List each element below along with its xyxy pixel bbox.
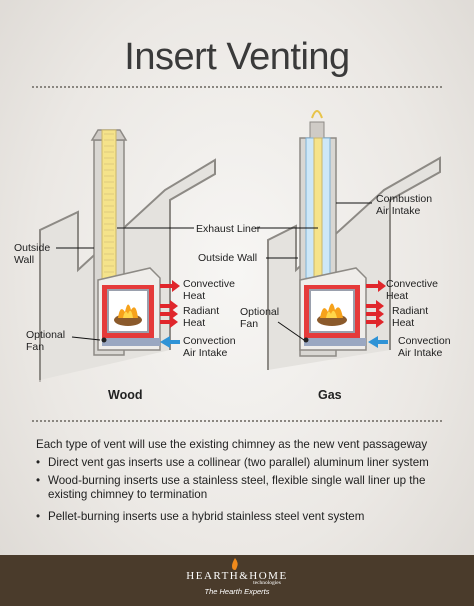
wood-house-wall	[39, 158, 216, 380]
wood-radiant-heat-label: Radiant Heat	[183, 305, 220, 329]
venting-diagram	[39, 110, 441, 382]
section-divider	[32, 420, 442, 422]
wood-convection-air-intake-label: Convection Air Intake	[183, 335, 236, 359]
wood-convective-heat-label: Convective Heat	[183, 278, 235, 302]
wood-optional-fan-label: Optional Fan	[26, 329, 66, 353]
description: Each type of vent will use the existing …	[36, 438, 446, 524]
brand-sub: technologies	[253, 580, 281, 586]
flame-icon	[232, 558, 238, 570]
wood-insert-diagram	[39, 129, 216, 382]
gas-convective-heat-label: Convective Heat	[386, 278, 438, 302]
gas-optional-fan-label: Optional Fan	[240, 306, 280, 330]
combustion-air-intake-label: Combustion Air Intake	[376, 193, 433, 217]
intro-text: Each type of vent will use the existing …	[36, 438, 428, 451]
gas-radiant-heat-label: Radiant Heat	[392, 305, 429, 329]
brand-tagline: The Hearth Experts	[204, 587, 270, 596]
gas-caption: Gas	[318, 388, 342, 402]
wood-exhaust-liner	[101, 129, 117, 281]
bullet-item: Pellet-burning inserts use a hybrid stai…	[36, 510, 446, 524]
wood-outside-wall-label: Outside Wall	[14, 242, 51, 266]
gas-convection-air-intake-label: Convection Air Intake	[398, 335, 451, 359]
page-title: Insert Venting	[124, 36, 350, 78]
gas-intake-liner	[305, 137, 315, 279]
exhaust-liner-label: Exhaust Liner	[196, 223, 261, 235]
wood-caption: Wood	[108, 388, 143, 402]
brand-logo: HEARTH&HOME technologies	[0, 570, 474, 586]
gas-outside-wall-label: Outside Wall	[198, 252, 258, 264]
title-divider	[32, 86, 442, 88]
gas-insert-diagram	[255, 110, 441, 370]
bullet-item: Wood-burning inserts use a stainless ste…	[36, 474, 446, 502]
brand-name: HEARTH&HOME	[186, 570, 288, 582]
gas-exhaust-liner	[313, 137, 323, 279]
bullet-item: Direct vent gas inserts use a collinear …	[36, 456, 446, 470]
gas-intake-liner-2	[321, 137, 331, 279]
